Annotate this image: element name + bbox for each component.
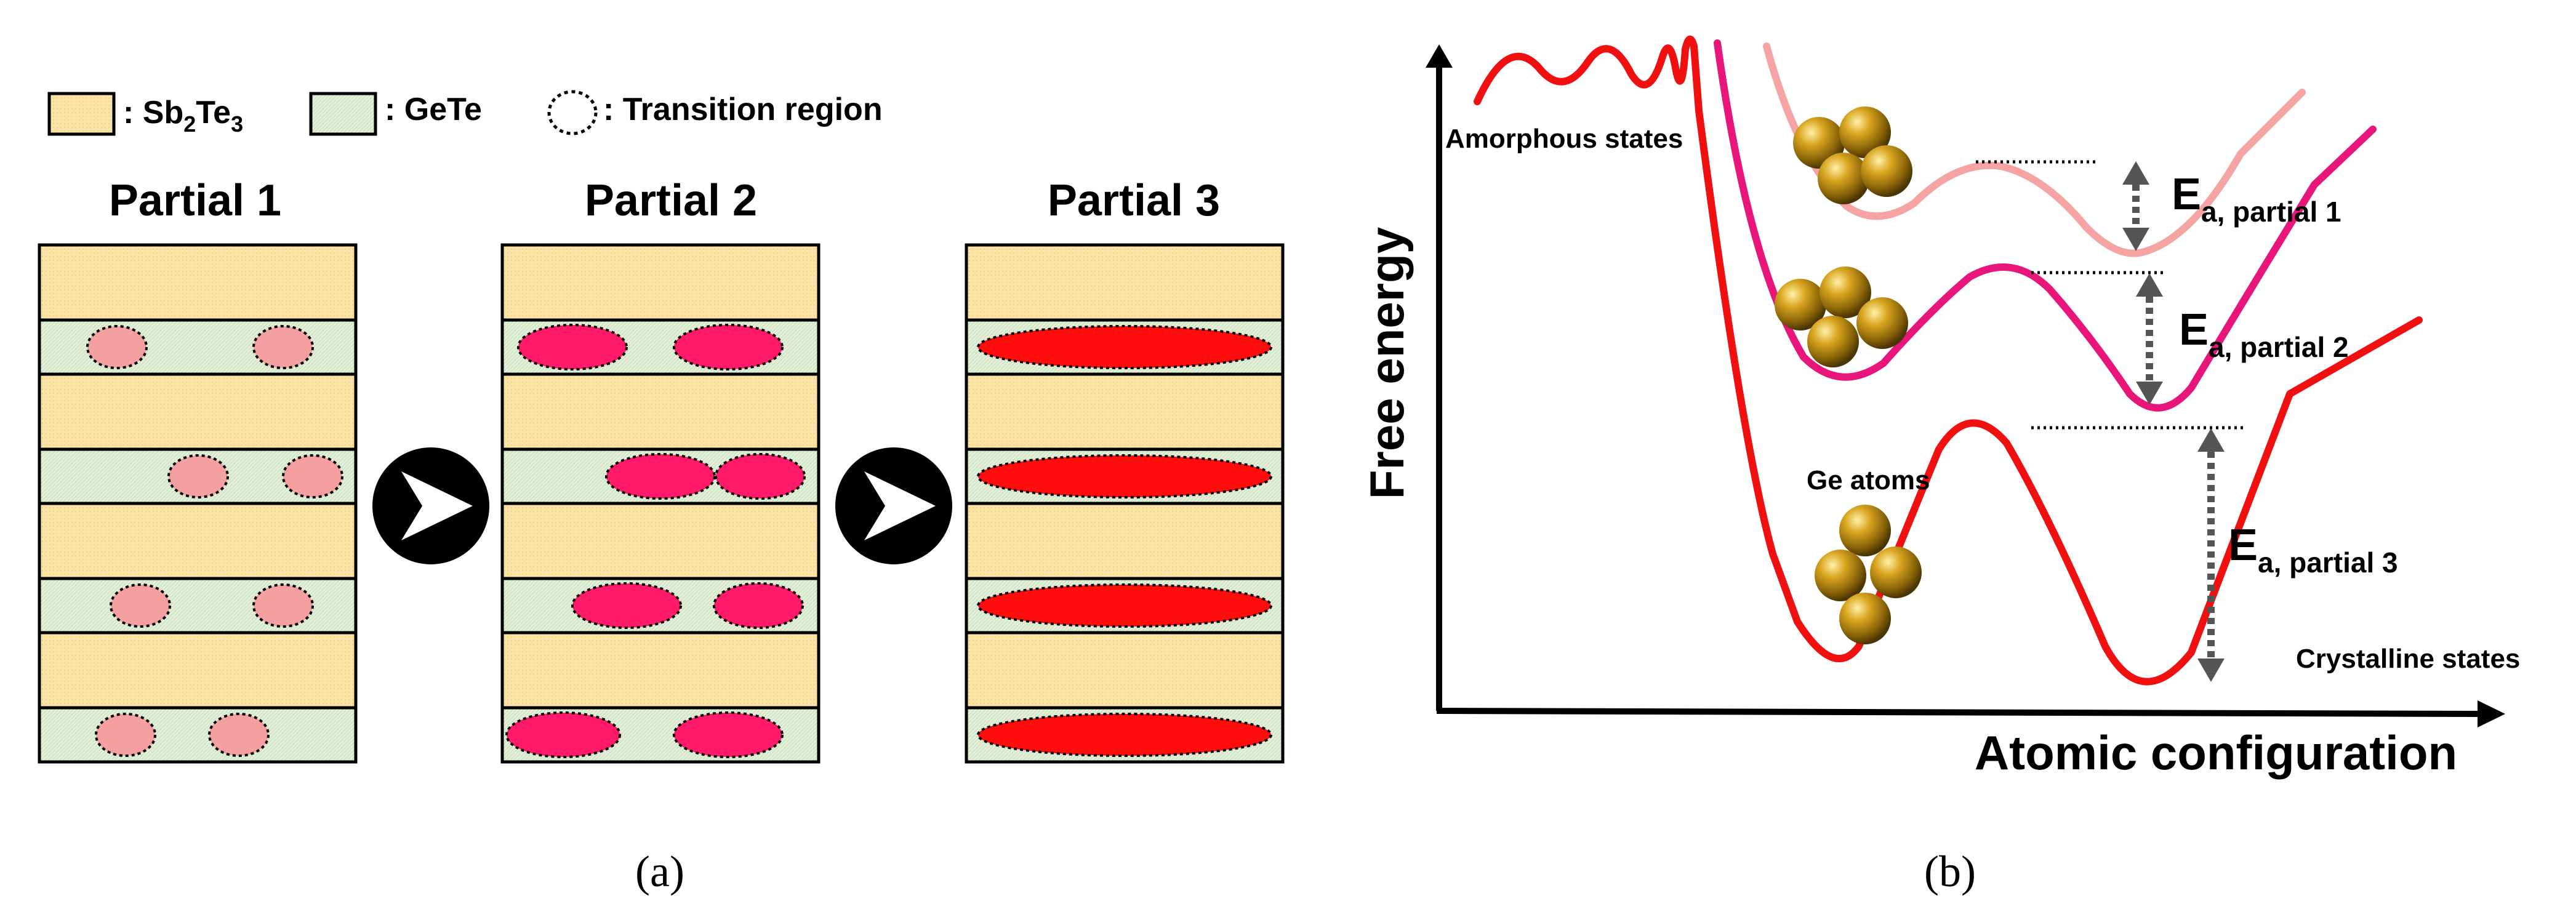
crystalline-states-label: Crystalline states (2296, 644, 2520, 674)
transition-region (673, 324, 784, 370)
panel-title-partial-2: Partial 2 (585, 176, 757, 225)
transition-region (977, 713, 1272, 757)
legend-sb2te3-label: : Sb2Te3 (123, 95, 243, 137)
legend-transition-swatch (547, 90, 598, 135)
x-axis-line (1436, 708, 2481, 717)
transition-region (505, 711, 621, 758)
ea-label-partial-2: Ea, partial 2 (2179, 305, 2349, 363)
panel-title-partial-3: Partial 3 (1048, 176, 1220, 225)
arrow-1-icon (372, 447, 489, 564)
layer-stack-partial-1 (38, 243, 358, 764)
ea-label-partial-1: Ea, partial 1 (2172, 170, 2341, 228)
layer-stack-partial-3 (965, 243, 1285, 764)
amorphous-states-label: Amorphous states (1445, 124, 1683, 154)
legend: : Sb2Te3 : GeTe : Transition region (47, 90, 883, 137)
transition-region (713, 582, 804, 629)
arrow-2-icon (835, 447, 952, 564)
panel-b: Free energy Atomic configuration (1360, 35, 2520, 896)
sb2te3-layer (38, 502, 358, 580)
transition-region (110, 583, 171, 628)
transition-region (605, 453, 716, 500)
ea-arrow-3-icon (2197, 428, 2225, 682)
legend-gete-swatch (309, 92, 377, 136)
ea-arrow-1-icon (2122, 161, 2149, 251)
sb2te3-layer (38, 372, 358, 451)
transition-region (977, 454, 1272, 499)
sb2te3-layer (500, 372, 821, 451)
ea-label-partial-3: Ea, partial 3 (2228, 521, 2398, 579)
sb2te3-layer (38, 243, 358, 322)
sb2te3-layer (965, 631, 1285, 710)
transition-region (208, 713, 270, 757)
sb2te3-layer (965, 243, 1285, 322)
transition-region (977, 583, 1272, 628)
panel-a: : Sb2Te3 : GeTe : Transition region Part… (38, 90, 1285, 896)
ge-atom-cluster-2 (1775, 266, 1908, 367)
layer-stack-partial-2 (500, 243, 821, 764)
transition-region (715, 453, 806, 500)
sb2te3-layer (500, 502, 821, 580)
legend-sb2te3-swatch (47, 92, 116, 136)
x-axis-label: Atomic configuration (1975, 726, 2457, 780)
ge-atom-cluster-1 (1793, 106, 1912, 204)
transition-region (95, 713, 156, 757)
caption-b: (b) (1924, 847, 1976, 896)
transition-region (86, 325, 148, 369)
transition-region (282, 454, 343, 499)
transition-region (167, 454, 229, 499)
ge-atoms-label: Ge atoms (1807, 465, 1930, 495)
caption-a: (a) (635, 847, 684, 896)
transition-region (673, 711, 784, 758)
transition-region (517, 324, 628, 370)
sb2te3-layer (500, 631, 821, 710)
ge-atom-cluster-3 (1815, 505, 1922, 644)
transition-region (977, 325, 1272, 369)
x-axis-arrow-icon (2478, 700, 2505, 727)
gete-layer (38, 706, 358, 764)
amorphous-curve (1474, 35, 2423, 686)
transition-region (571, 582, 682, 629)
sb2te3-layer (500, 243, 821, 322)
y-axis-arrow-icon (1426, 44, 1453, 68)
legend-transition-label: : Transition region (603, 92, 883, 127)
sb2te3-layer (965, 372, 1285, 451)
legend-gete-label: : GeTe (385, 92, 482, 127)
y-axis-label: Free energy (1360, 227, 1414, 499)
transition-region (252, 583, 314, 628)
ea-arrow-2-icon (2136, 273, 2163, 405)
sb2te3-layer (38, 631, 358, 710)
panel-title-partial-1: Partial 1 (109, 176, 281, 225)
transition-region (252, 325, 314, 369)
sb2te3-layer (965, 502, 1285, 580)
